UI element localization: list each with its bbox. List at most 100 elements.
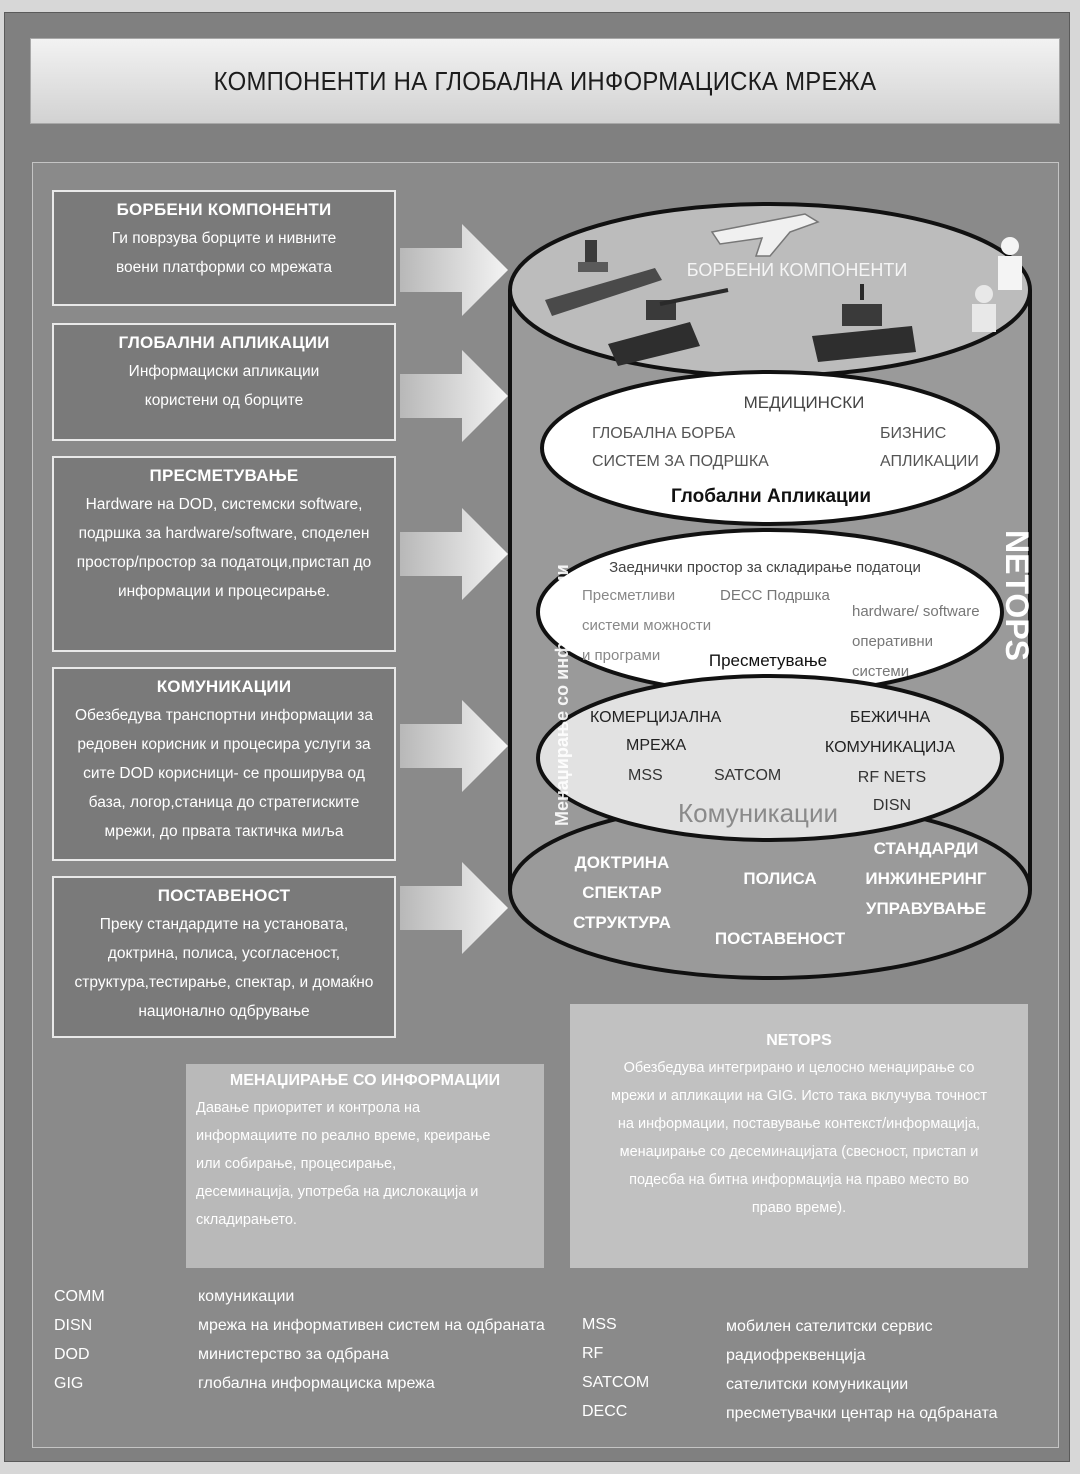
apps-name: Глобални Апликации	[671, 486, 871, 507]
base-r1: СТАНДАРДИ	[874, 839, 979, 858]
legend-abbr: DISN	[54, 1317, 93, 1334]
apps-right1: БИЗНИС	[880, 425, 946, 442]
page-title: КОМПОНЕНТИ НА ГЛОБАЛНА ИНФОРМАЦИСКА МРЕЖ…	[213, 66, 877, 96]
apps-top: МЕДИЦИНСКИ	[744, 393, 865, 412]
box-line: Hardware на DOD, системски software,	[85, 496, 363, 513]
box-title: МЕНАЏИРАЊЕ СО ИНФОРМАЦИИ	[229, 1072, 501, 1089]
base-l3: СТРУКТУРА	[573, 913, 671, 932]
base-r2: ИНЖИНЕРИНГ	[865, 869, 987, 888]
box-communications: КОМУНИКАЦИИ Обезбедува транспортни инфор…	[52, 667, 396, 861]
comm-r2: КОМУНИКАЦИЈА	[825, 739, 955, 756]
comm-r3: RF NETS	[858, 769, 926, 786]
comp-l1: Пресметливи	[582, 587, 675, 604]
arrow-icon	[400, 508, 508, 600]
box-line: воени платформи со мрежата	[115, 259, 333, 276]
legend-left-def: комуникации мрежа на информативен систем…	[198, 1282, 578, 1398]
box-line: мрежи и апликации на GIG. Исто така вклу…	[610, 1088, 987, 1104]
box-line: менаџирање со десеминацијата (свесност, …	[619, 1144, 979, 1160]
layer-communications	[536, 674, 1004, 842]
legend-abbr: SATCOM	[582, 1374, 650, 1391]
aircraft-carrier-icon	[545, 240, 662, 316]
box-line: подесба на битна информација на право ме…	[629, 1172, 969, 1188]
box-line: информациите по реално време, креирање	[196, 1128, 491, 1144]
legend-abbr: DECC	[582, 1403, 628, 1420]
box-line: или собирање, процесирање,	[196, 1156, 397, 1172]
comm-mss: MSS	[628, 767, 663, 784]
box-line: информации и процесирање.	[117, 583, 331, 600]
box-line: доктрина, полиса, усогласеност,	[107, 945, 341, 962]
box-line: десеминација, употреба на дислокација и	[196, 1184, 479, 1200]
legend-abbr: COMM	[54, 1288, 105, 1305]
comm-r1: БЕЖИЧНА	[850, 709, 931, 726]
box-line: структура,тестирање, спектар, и домаќно	[74, 974, 374, 991]
base-r3: УПРАВУВАЊЕ	[866, 899, 986, 918]
arrow-icon	[400, 862, 508, 954]
legend-right-abbr: MSS RF SATCOM DECC	[582, 1310, 722, 1426]
legend-def: министерство за одбрана	[198, 1346, 389, 1363]
layer-global-apps	[540, 370, 1000, 526]
base-l1: ДОКТРИНА	[575, 853, 670, 872]
box-line: Информациски апликации	[128, 363, 320, 380]
apps-left1: ГЛОБАЛНА БОРБА	[592, 425, 736, 442]
box-title: NETOPS	[766, 1032, 832, 1049]
info-management-box: МЕНАЏИРАЊЕ СО ИНФОРМАЦИИ Давање приорите…	[186, 1064, 544, 1268]
box-line: подршка за hardware/software, споделен	[78, 525, 370, 542]
cyl-top-label: БОРБЕНИ КОМПОНЕНТИ	[687, 260, 908, 280]
legend-def: глобална информациска мрежа	[198, 1375, 435, 1392]
comp-r3: системи	[852, 663, 909, 680]
legend-def: радиофреквенција	[726, 1347, 866, 1364]
legend-def: комуникации	[198, 1288, 295, 1305]
box-line: право време).	[751, 1200, 847, 1216]
comp-top: Заеднички простор за складирање податоци	[609, 559, 921, 576]
soldier-icon	[972, 237, 1022, 332]
box-line: сите DOD корисници- се проширува од	[83, 765, 365, 782]
comp-name: Пресметување	[709, 651, 827, 670]
side-label-info-mgmt: Менаџирање со информации	[552, 564, 572, 826]
comm-name: Комуникации	[678, 798, 838, 828]
box-line: складирањето.	[196, 1212, 297, 1228]
comp-decc: DECC Подршка	[720, 587, 830, 604]
box-line: простор/простор за податоци,пристап до	[76, 554, 372, 571]
arrow-icon	[400, 350, 508, 442]
arrow-icon	[400, 700, 508, 792]
comp-l3: и програми	[582, 647, 660, 664]
legend-right-def: мобилен сателитски сервис радиофреквенци…	[726, 1312, 1046, 1428]
apps-left2: СИСТЕМ ЗА ПОДРШКА	[592, 453, 769, 470]
box-title: ПРЕСМЕТУВАЊЕ	[149, 466, 299, 485]
box-setup: ПОСТАВЕНОСТ Преку стандардите на установ…	[52, 876, 396, 1038]
base-policy: ПОЛИСА	[743, 869, 816, 888]
base-name: ПОСТАВЕНОСТ	[715, 929, 846, 948]
box-title: БОРБЕНИ КОМПОНЕНТИ	[116, 200, 332, 219]
box-combat-components: БОРБЕНИ КОМПОНЕНТИ Ги поврзува борците и…	[52, 190, 396, 306]
apps-right2: АПЛИКАЦИИ	[880, 453, 979, 470]
comm-l1: КОМЕРЦИЈАЛНА	[590, 709, 722, 726]
legend-left-abbr: COMM DISN DOD GIG	[54, 1282, 194, 1398]
title-bar: КОМПОНЕНТИ НА ГЛОБАЛНА ИНФОРМАЦИСКА МРЕЖ…	[30, 38, 1060, 124]
box-line: Обезбедува интегрирано и целосно менаџир…	[623, 1060, 975, 1076]
legend-def: сателитски комуникации	[726, 1376, 909, 1393]
box-line: на информации, поставување контекст/инфо…	[617, 1116, 981, 1132]
box-line: мрежи, до првата тактичка миља	[104, 823, 344, 840]
tank-icon	[608, 288, 729, 366]
fighter-jet-icon	[710, 213, 820, 257]
box-line: Давање приоритет и контрола на	[196, 1100, 421, 1116]
legend-def: пресметувачки центар на одбраната	[726, 1405, 998, 1422]
box-line: користени од борците	[144, 392, 304, 409]
comm-r4: DISN	[873, 797, 911, 814]
comm-satcom: SATCOM	[714, 767, 781, 784]
comm-l2: МРЕЖА	[626, 737, 686, 754]
box-line: Ги поврзува борците и нивните	[111, 230, 337, 247]
arrow-icon	[400, 224, 508, 316]
legend-abbr: MSS	[582, 1316, 617, 1333]
box-global-apps: ГЛОБАЛНИ АПЛИКАЦИИ Информациски апликаци…	[52, 323, 396, 441]
box-title: ПОСТАВЕНОСТ	[157, 886, 291, 905]
comp-r2: оперативни	[852, 633, 933, 650]
legend-abbr: GIG	[54, 1375, 84, 1392]
box-line: база, логор,станица до стратегиските	[88, 794, 360, 811]
box-title: ГЛОБАЛНИ АПЛИКАЦИИ	[118, 333, 330, 352]
legend-def: мобилен сателитски сервис	[726, 1318, 933, 1335]
comp-r1: hardware/ software	[852, 603, 980, 620]
netops-box: NETOPS Обезбедува интегрирано и целосно …	[570, 1004, 1028, 1268]
